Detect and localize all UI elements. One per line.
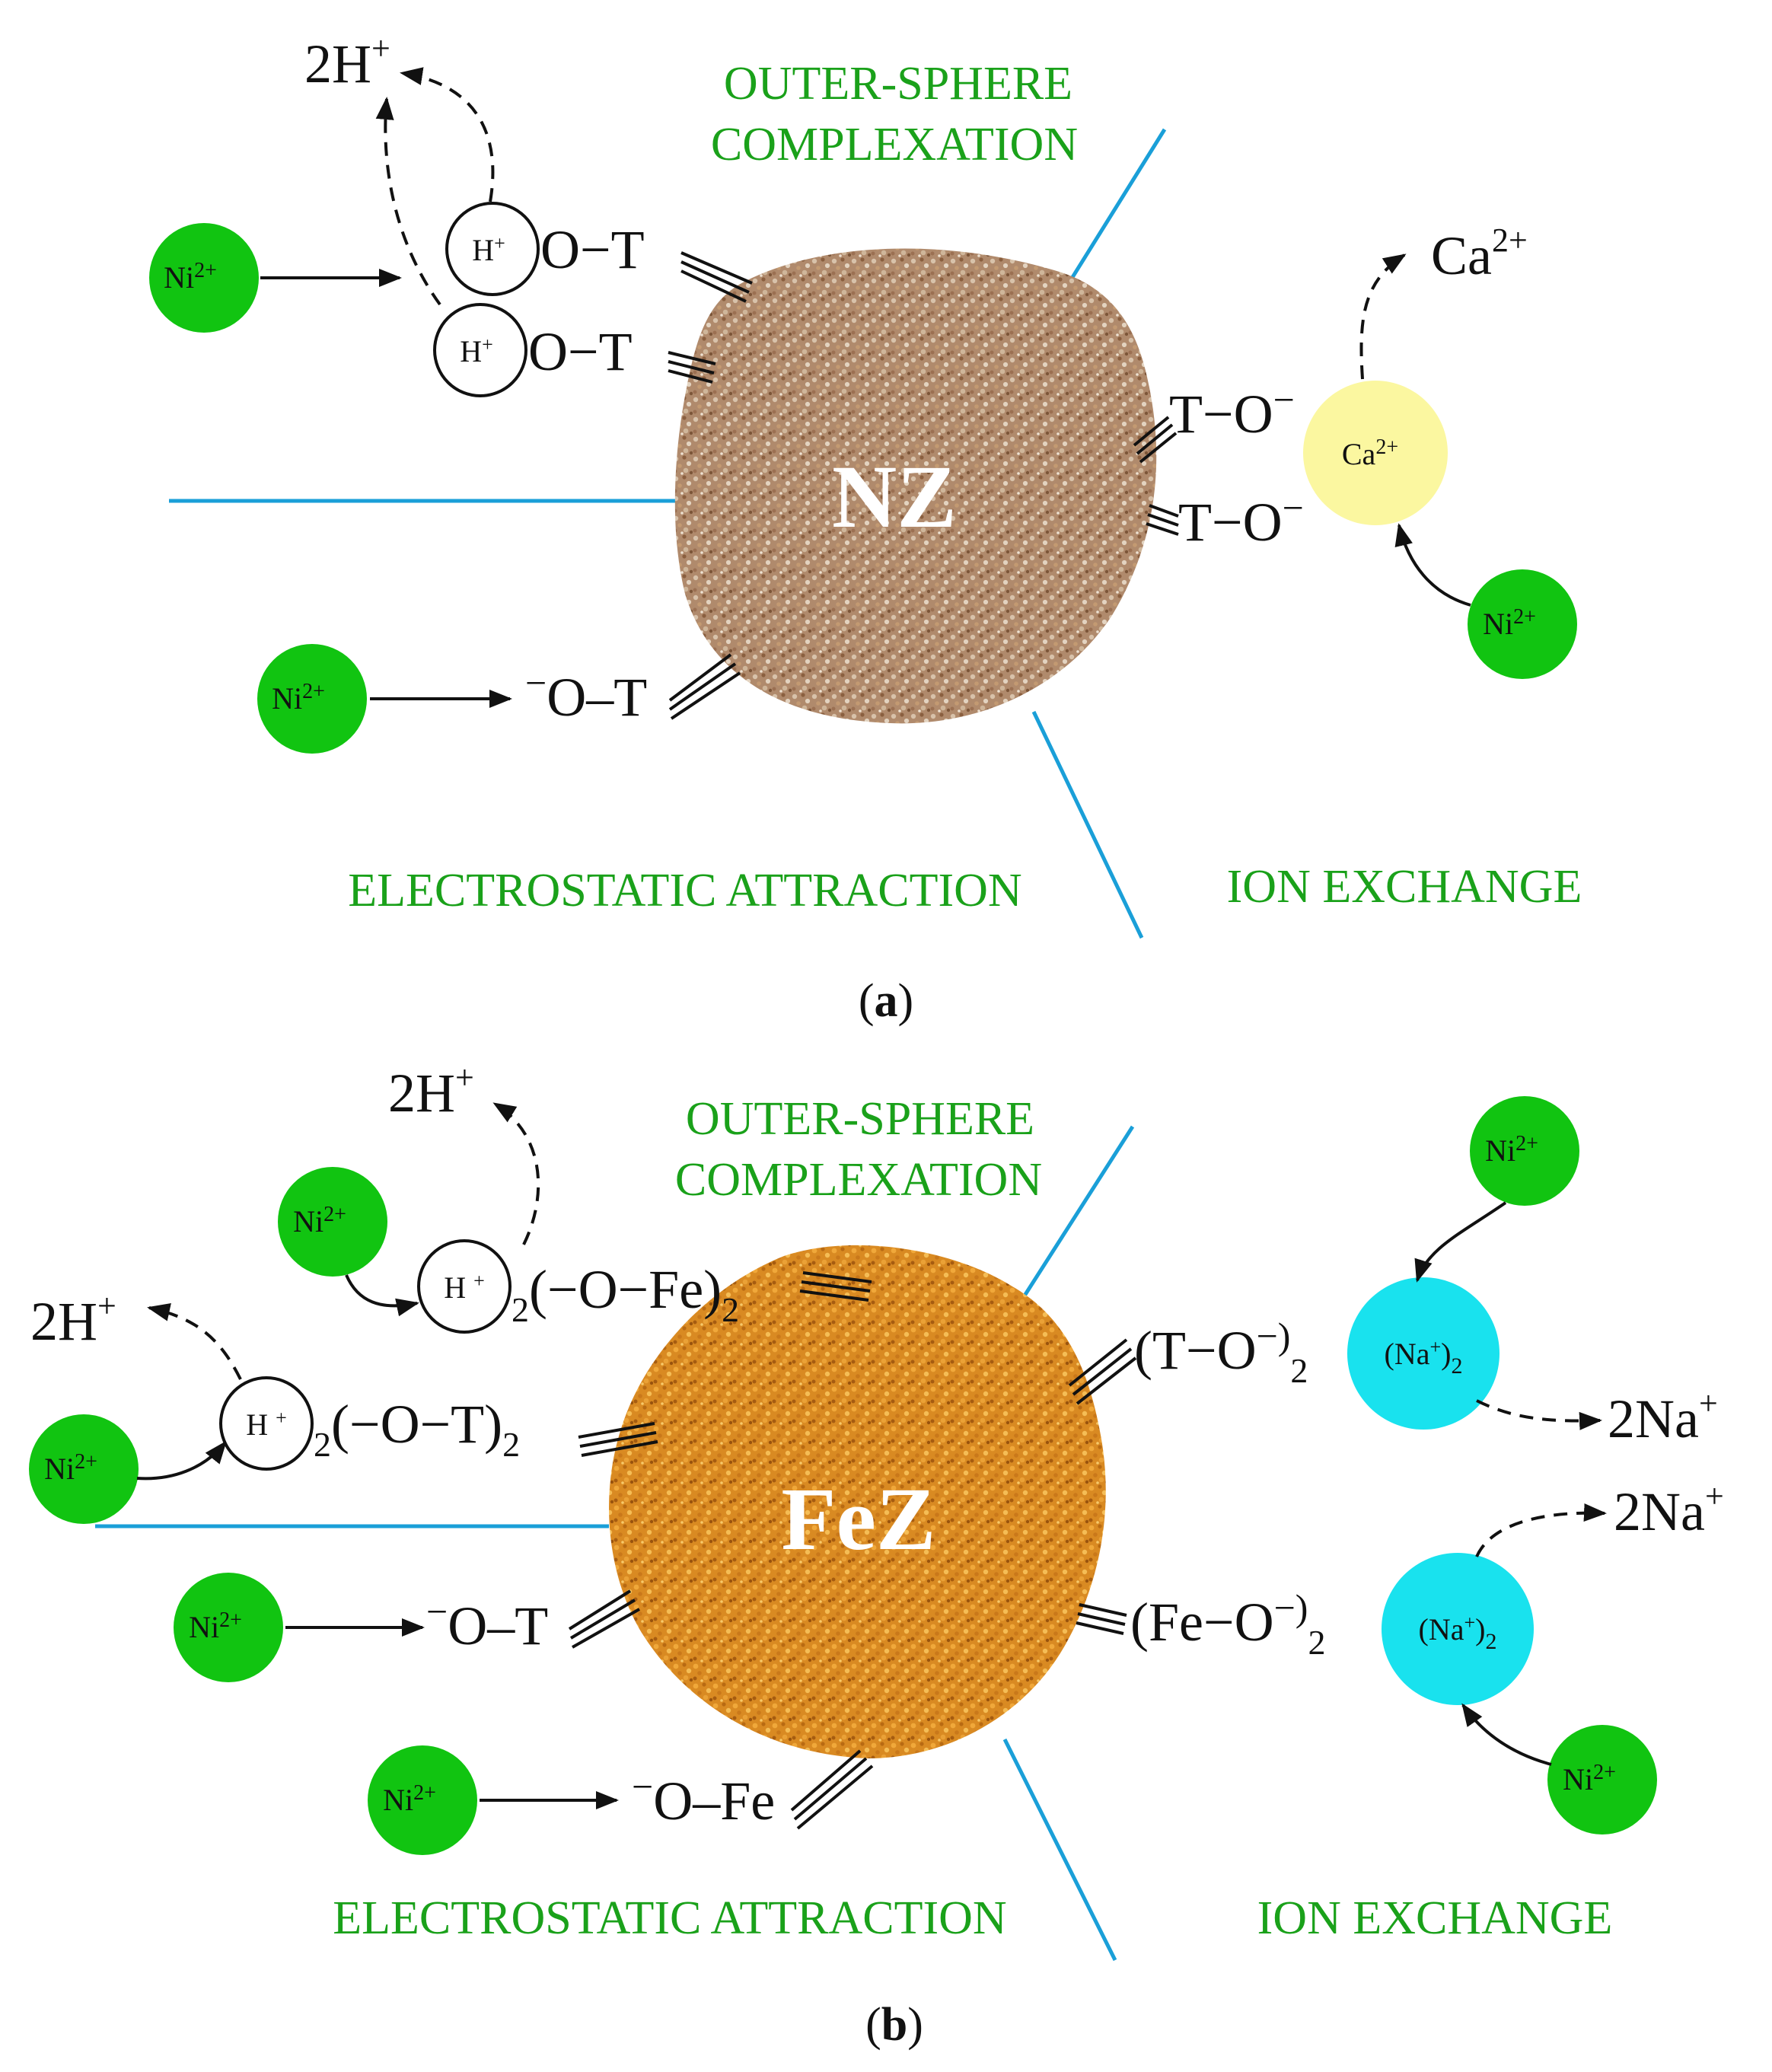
svg-text:Ni2+: Ni2+ <box>189 1608 242 1644</box>
ni-ion: Ni2+ <box>368 1745 477 1855</box>
surface-group-t-o: (T−O−)2 <box>1134 1315 1308 1390</box>
core-label-nz: NZ <box>832 447 957 547</box>
svg-text:H+: H+ <box>472 232 505 267</box>
label-complexation: COMPLEXATION <box>711 119 1078 171</box>
ni-ion: Ni2+ <box>149 223 259 333</box>
triple-bond <box>568 1589 640 1649</box>
dashed-arrow <box>492 1102 540 1245</box>
ni-ion: Ni2+ <box>1547 1725 1657 1835</box>
h-ion: H+ <box>433 303 527 397</box>
divider-line <box>1002 1738 1117 1962</box>
triple-bond <box>790 1749 874 1830</box>
triple-bond <box>1133 416 1178 464</box>
svg-text:Ni2+: Ni2+ <box>44 1450 97 1486</box>
panel-b: FeZ OUTER-SPHERE COMPLEXATION ELECTROSTA… <box>29 1059 1724 2051</box>
h-ion: H + <box>417 1239 512 1334</box>
ni-ion: Ni2+ <box>174 1573 283 1682</box>
svg-text:Ni2+: Ni2+ <box>164 259 217 295</box>
released-2na: 2Na+ <box>1614 1477 1724 1542</box>
dashed-arrow <box>1475 1503 1607 1557</box>
svg-text:(Na+)2: (Na+)2 <box>1385 1336 1463 1379</box>
fez-particle <box>609 1245 1106 1758</box>
h-ion: H+ <box>445 202 540 296</box>
surface-group-minus-o-t: −O–T <box>525 661 647 728</box>
panel-a: NZ OUTER-SPHERE COMPLEXATION ELECTROSTAT… <box>149 30 1582 1027</box>
triple-bond <box>1068 1338 1137 1405</box>
dashed-arrow <box>1359 253 1407 380</box>
nz-particle <box>674 248 1157 724</box>
released-2h: 2H+ <box>30 1287 116 1352</box>
svg-text:H +: H + <box>246 1407 287 1442</box>
released-2h: 2H+ <box>388 1059 474 1124</box>
svg-text:Ca2+: Ca2+ <box>1342 435 1398 471</box>
ni-ion: Ni2+ <box>1470 1096 1579 1206</box>
caption-a: (a) <box>859 975 913 1027</box>
surface-group-o-t: 2(−O−T)2 <box>314 1394 520 1464</box>
surface-group-o-t: O−T <box>528 321 633 382</box>
surface-group-t-o: T−O− <box>1169 378 1295 445</box>
svg-text:(Na+)2: (Na+)2 <box>1419 1611 1497 1654</box>
label-electrostatic-attraction: ELECTROSTATIC ATTRACTION <box>333 1892 1006 1944</box>
ni-ion: Ni2+ <box>278 1167 387 1277</box>
dashed-arrow <box>147 1303 242 1380</box>
ni-ion: Ni2+ <box>29 1414 139 1524</box>
triple-bond <box>1146 504 1179 536</box>
svg-text:Ni2+: Ni2+ <box>1563 1761 1616 1796</box>
ni-ion: Ni2+ <box>1468 569 1577 679</box>
arrow <box>1414 1201 1507 1283</box>
surface-group-o-t: O−T <box>540 219 645 280</box>
na-ion: (Na+)2 <box>1382 1553 1534 1705</box>
dashed-arrow <box>375 97 441 306</box>
released-ca: Ca2+ <box>1431 222 1528 286</box>
surface-group-t-o: T−O− <box>1178 486 1304 553</box>
svg-text:H+: H+ <box>460 333 493 368</box>
svg-text:Ni2+: Ni2+ <box>293 1203 346 1238</box>
label-outer-sphere: OUTER-SPHERE <box>686 1093 1034 1145</box>
svg-text:Ni2+: Ni2+ <box>1483 605 1536 641</box>
label-outer-sphere: OUTER-SPHERE <box>724 58 1072 110</box>
triple-bond <box>680 251 753 303</box>
released-2na: 2Na+ <box>1608 1385 1718 1449</box>
triple-bond <box>799 1271 872 1302</box>
dashed-arrow <box>1476 1399 1602 1430</box>
ni-ion: Ni2+ <box>257 644 367 754</box>
divider-line <box>1006 1125 1135 1322</box>
arrow <box>345 1274 419 1317</box>
surface-group-o-fe: 2(−O−Fe)2 <box>512 1259 739 1329</box>
svg-text:Ni2+: Ni2+ <box>383 1781 436 1817</box>
label-electrostatic-attraction: ELECTROSTATIC ATTRACTION <box>348 865 1021 916</box>
svg-text:H +: H + <box>444 1270 485 1305</box>
caption-b: (b) <box>865 1999 923 2051</box>
label-complexation: COMPLEXATION <box>675 1154 1042 1206</box>
surface-group-fe-o: (Fe−O−)2 <box>1130 1586 1325 1662</box>
svg-text:Ni2+: Ni2+ <box>272 680 325 716</box>
ca-ion: Ca2+ <box>1303 381 1448 525</box>
triple-bond <box>578 1422 658 1457</box>
core-label-fez: FeZ <box>781 1469 935 1569</box>
label-ion-exchange: ION EXCHANGE <box>1257 1892 1613 1944</box>
dashed-arrow <box>400 67 495 202</box>
svg-text:Ni2+: Ni2+ <box>1485 1132 1538 1168</box>
triple-bond <box>1076 1603 1127 1635</box>
arrow <box>136 1440 227 1481</box>
arrow <box>1461 1703 1552 1766</box>
h-ion: H + <box>219 1376 314 1471</box>
triple-bond <box>668 653 741 720</box>
triple-bond <box>668 351 716 384</box>
label-ion-exchange: ION EXCHANGE <box>1227 861 1582 913</box>
na-ion: (Na+)2 <box>1347 1277 1500 1430</box>
surface-group-minus-o-t: −O–T <box>426 1590 548 1656</box>
divider-line <box>1031 710 1144 939</box>
arrow <box>1394 523 1471 607</box>
surface-group-minus-o-fe: −O–Fe <box>632 1765 775 1831</box>
released-2h: 2H+ <box>304 30 390 94</box>
